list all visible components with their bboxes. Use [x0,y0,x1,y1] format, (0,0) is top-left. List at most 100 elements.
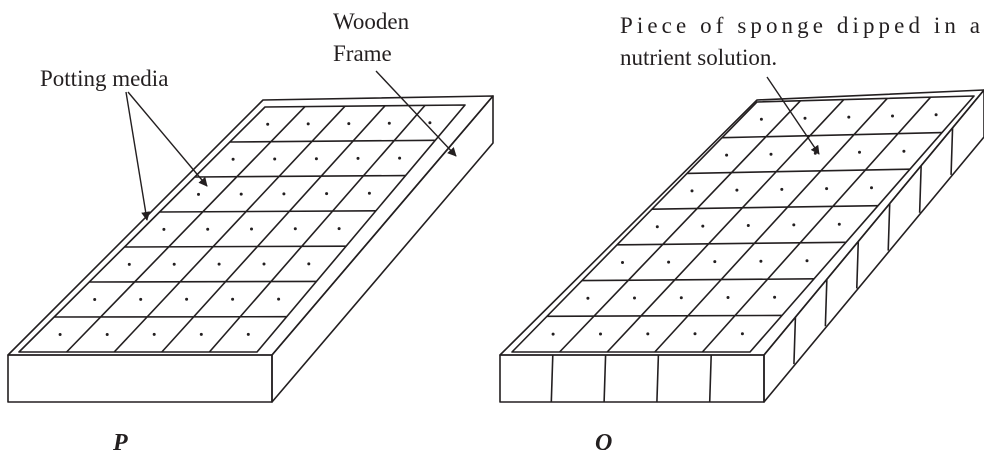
sponge-label-line1: Piece of sponge dipped in a [620,13,980,38]
seed-dot [646,332,649,335]
seed-dot [398,157,401,160]
seed-dot [814,152,817,155]
seed-dot [902,150,905,153]
seed-dot [735,189,738,192]
caption-q: Q [595,430,612,450]
sponge-divider-side [951,128,953,175]
seed-dot [773,296,776,299]
sponge-divider-side [825,279,827,326]
tray-p [8,96,493,402]
seed-dot [162,228,165,231]
seed-dot [780,188,783,191]
sponge-divider-side [888,204,890,251]
tray-q-dots [552,113,938,335]
grid-row-line [547,315,782,316]
grid-row-line [89,281,316,282]
seed-dot [667,261,670,264]
seed-dot [173,263,176,266]
grid-row-line [124,246,346,247]
tray-q-grid [512,96,974,352]
seed-dot [294,227,297,230]
sponge-arrow [767,77,819,154]
seed-dot [680,296,683,299]
seed-dot [128,263,131,266]
seed-dot [792,223,795,226]
grid-row-line [722,133,942,138]
seed-dot [247,333,250,336]
grid-column-line [560,101,801,352]
seed-dot [282,192,285,195]
seed-dot [552,333,555,336]
seed-dot [338,227,341,230]
seed-dot [838,223,841,226]
seed-dot [806,259,809,262]
sponge-label-line2: nutrient solution. [620,45,777,70]
seed-dot [139,298,142,301]
seed-dot [428,121,431,124]
seed-dot [357,157,360,160]
tray-p-grid [19,105,465,352]
sponge-divider-side [920,166,922,213]
seed-dot [206,228,209,231]
sponge-divider-side [794,317,796,364]
seed-dot [656,225,659,228]
grid-row-line [582,279,814,281]
seed-dot [240,193,243,196]
seed-dot [388,122,391,125]
seed-dot [273,158,276,161]
seed-dot [218,263,221,266]
seed-dot [599,333,602,336]
seed-dot [307,122,310,125]
seed-dot [858,151,861,154]
wooden-frame-label-line2: Frame [333,41,392,66]
seed-dot [747,224,750,227]
caption-p: P [112,430,128,450]
wooden-frame-label-line1: Wooden [333,9,410,34]
seed-dot [759,260,762,263]
seed-dot [621,261,624,264]
seed-dot [266,123,269,126]
seed-dot [760,118,763,121]
grid-row-line [652,206,878,209]
seed-dot [231,298,234,301]
frame-front-face [8,355,272,402]
seed-dot [153,333,156,336]
seed-dot [250,228,253,231]
grid-row-line [160,211,376,212]
grid-column-line [67,107,305,352]
seed-dot [325,192,328,195]
seed-dot [713,260,716,263]
frame-front-face [500,355,764,402]
seed-dot [347,122,350,125]
grid-row-line [617,242,846,245]
sponge-divider-side [857,241,859,288]
seed-dot [200,333,203,336]
seed-dot [935,113,938,116]
grid-row-line [195,176,406,177]
seed-dot [185,298,188,301]
seed-dot [232,158,235,161]
seed-dot [277,298,280,301]
wooden-frame-arrow [376,71,456,156]
potting-media-arrow-upper [128,92,207,186]
grid-border [512,96,974,352]
seed-dot [701,225,704,228]
grid-row-line [230,140,435,142]
seed-dot [741,332,744,335]
seed-dot [847,116,850,119]
seed-dot [263,263,266,266]
grid-row-line [687,169,910,173]
seed-dot [633,297,636,300]
grid-column-line [162,106,385,352]
sponge-divider-front [604,355,606,402]
seed-dot [59,333,62,336]
seed-dot [891,115,894,118]
seed-dot [197,193,200,196]
seed-dot [694,332,697,335]
seed-dot [106,333,109,336]
sponge-divider-front [710,355,712,402]
sponge-divider-front [551,355,553,402]
seed-dot [725,154,728,157]
seed-dot [804,117,807,120]
